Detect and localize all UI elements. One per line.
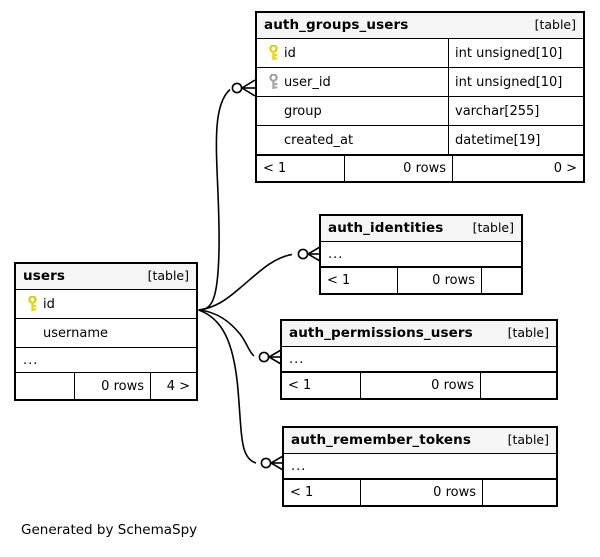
column-name: created_at (284, 132, 354, 148)
footer-row-count: 0 rows (360, 480, 482, 505)
table-row[interactable]: group varchar[255] (257, 97, 583, 126)
column-name: id (43, 296, 55, 312)
table-footer-users: 0 rows 4 > (16, 373, 196, 399)
table-title-auth-groups-users: auth_groups_users [table] (257, 13, 583, 39)
table-title-auth-identities: auth_identities [table] (321, 216, 521, 242)
footer-row-count: 0 rows (344, 156, 452, 181)
table-name: auth_permissions_users (289, 324, 473, 341)
column-type: int unsigned[10] (448, 39, 583, 67)
primary-key-icon (24, 296, 41, 312)
table-tag: [table] (147, 268, 189, 284)
table-node-users[interactable]: users [table] id username (14, 262, 198, 401)
table-tag: [table] (534, 17, 576, 33)
table-tag: [table] (472, 220, 514, 236)
table-row-ellipsis: ... (282, 347, 556, 372)
table-row[interactable]: user_id int unsigned[10] (257, 68, 583, 97)
table-title-auth-remember-tokens: auth_remember_tokens [table] (284, 428, 556, 454)
cardinality-zero-auth-identities (297, 248, 309, 260)
table-node-auth-identities[interactable]: auth_identities [table] ... < 1 0 rows (319, 214, 523, 295)
table-tag: [table] (507, 432, 549, 448)
footer-row-count: 0 rows (74, 373, 150, 399)
table-row[interactable]: id int unsigned[10] (257, 39, 583, 68)
table-row-ellipsis: ... (284, 454, 556, 479)
table-row[interactable]: created_at datetime[19] (257, 126, 583, 155)
table-title-auth-permissions-users: auth_permissions_users [table] (282, 321, 556, 347)
table-footer-auth-permissions-users: < 1 0 rows (282, 372, 556, 398)
table-row-ellipsis: ... (16, 348, 196, 373)
column-type: varchar[255] (448, 97, 583, 125)
column-cell: id (257, 39, 448, 67)
footer-children[interactable] (481, 268, 521, 293)
table-node-auth-remember-tokens[interactable]: auth_remember_tokens [table] ... < 1 0 r… (282, 426, 558, 507)
footer-parents[interactable]: < 1 (290, 485, 314, 500)
footer-row-count: 0 rows (360, 373, 480, 398)
column-name: id (284, 45, 296, 61)
table-footer-auth-groups-users: < 1 0 rows 0 > (257, 155, 583, 181)
crowsfoot-auth-groups-users (240, 79, 256, 97)
column-cell: created_at (257, 126, 448, 154)
column-name: group (284, 103, 322, 119)
generator-credit: Generated by SchemaSpy (21, 522, 198, 538)
table-name: auth_groups_users (264, 16, 409, 33)
footer-parents[interactable] (16, 373, 74, 399)
table-name: auth_identities (328, 219, 444, 236)
column-name: username (43, 325, 108, 341)
crowsfoot-auth-identities (306, 246, 321, 262)
crowsfoot-auth-remember-tokens (269, 455, 284, 471)
footer-parents[interactable]: < 1 (288, 378, 312, 393)
table-row-ellipsis: ... (321, 242, 521, 267)
table-footer-auth-identities: < 1 0 rows (321, 267, 521, 293)
table-row[interactable]: username (16, 319, 196, 348)
footer-children[interactable]: 4 > (150, 373, 196, 399)
edge-users-auth-identities (198, 253, 293, 311)
edge-users-auth-groups-users (198, 88, 231, 311)
edge-users-auth-remember-tokens (198, 309, 257, 464)
footer-parents[interactable]: < 1 (263, 161, 287, 176)
footer-row-count: 0 rows (397, 268, 481, 293)
footer-children[interactable]: 0 > (452, 156, 583, 181)
table-node-auth-groups-users[interactable]: auth_groups_users [table] id int unsigne… (255, 11, 585, 183)
cardinality-zero-auth-permissions-users (258, 351, 270, 363)
primary-key-icon (265, 45, 282, 61)
table-name: auth_remember_tokens (291, 431, 472, 448)
cardinality-zero-auth-groups-users (231, 82, 243, 94)
footer-parents[interactable]: < 1 (327, 273, 351, 288)
column-cell: group (257, 97, 448, 125)
column-name: user_id (284, 74, 331, 90)
table-tag: [table] (507, 325, 549, 341)
table-row[interactable]: id (16, 290, 196, 319)
footer-children[interactable] (482, 480, 556, 505)
table-footer-auth-remember-tokens: < 1 0 rows (284, 479, 556, 505)
edge-users-auth-permissions-users (198, 309, 255, 357)
table-title-users: users [table] (16, 264, 196, 290)
column-type: datetime[19] (448, 126, 583, 154)
crowsfoot-auth-permissions-users (267, 349, 282, 365)
cardinality-zero-auth-remember-tokens (260, 457, 272, 469)
table-name: users (23, 267, 65, 284)
column-cell: id (16, 290, 196, 318)
table-node-auth-permissions-users[interactable]: auth_permissions_users [table] ... < 1 0… (280, 319, 558, 400)
column-cell: user_id (257, 68, 448, 96)
footer-children[interactable] (480, 373, 556, 398)
foreign-key-icon (265, 74, 282, 90)
column-cell: username (16, 319, 196, 347)
column-type: int unsigned[10] (448, 68, 583, 96)
